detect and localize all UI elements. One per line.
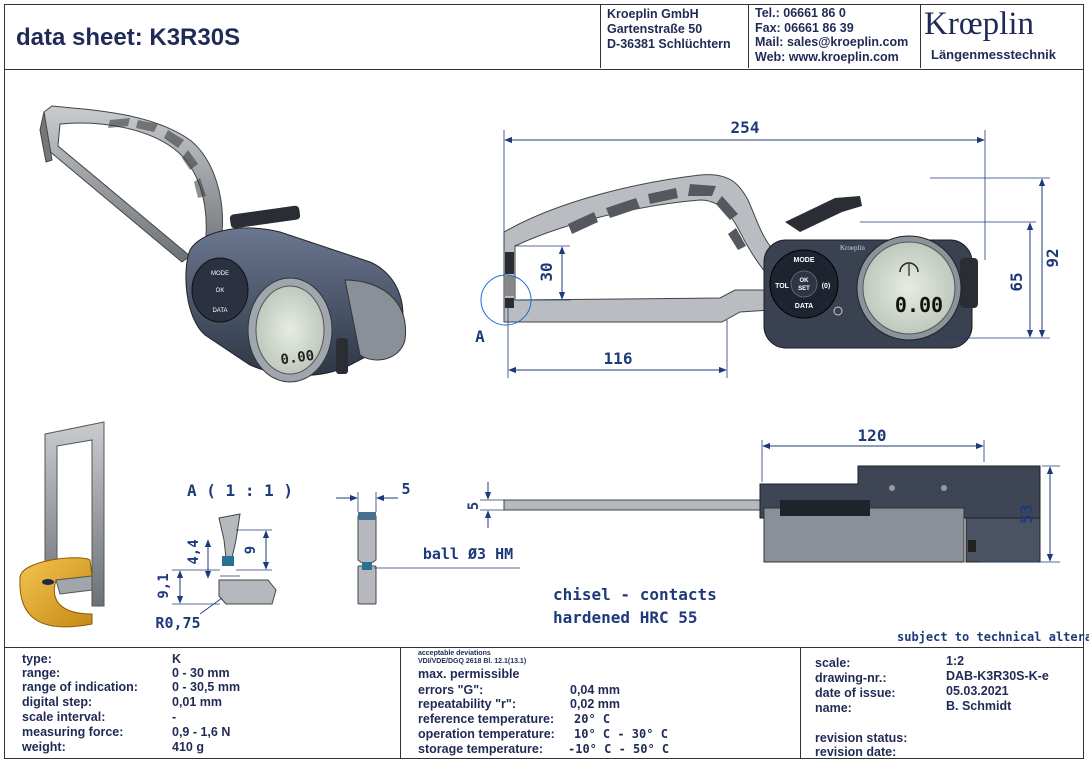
contact-web[interactable]: Web: www.kroeplin.com (755, 49, 899, 64)
spec-value: 0,01 mm (172, 695, 223, 709)
dim-65: 65 (1007, 272, 1026, 291)
spec-label: type: (22, 652, 52, 666)
dim-5-side: 5 (466, 502, 482, 510)
company-contact: Tel.: 06661 86 0 Fax: 06661 86 39 Mail: … (748, 4, 920, 68)
deviations-cell (400, 648, 800, 758)
dim-120: 120 (858, 426, 887, 445)
admin-value: B. Schmidt (946, 699, 1012, 713)
dim-254: 254 (731, 118, 760, 137)
contact-tel: Tel.: 06661 86 0 (755, 6, 846, 20)
spec-label: weight: (22, 740, 66, 754)
deviation-value: 20° C (574, 712, 611, 726)
ball-label: ball Ø3 HM (423, 545, 513, 563)
spec-footer (4, 647, 1084, 759)
radius-label: R0,75 (155, 614, 200, 632)
deviation-value: 10° C - 30° C (574, 727, 668, 741)
deviations-standard: VDI/VDE/DGQ 2618 Bl. 12.1(13.1) (418, 658, 527, 665)
spec-value: - (172, 710, 177, 724)
page-title: data sheet: K3R30S (16, 24, 241, 51)
admin-label: drawing-nr.: (815, 671, 887, 685)
sheet-frame (4, 4, 1084, 759)
contacts-note-line2: hardened HRC 55 (553, 608, 698, 627)
contacts-note-line1: chisel - contacts (553, 585, 717, 604)
deviation-label: storage temperature: (418, 742, 544, 756)
svg-text:⟨0⟩: ⟨0⟩ (821, 282, 831, 290)
dim-5-top: 5 (401, 480, 410, 498)
button-data-label: DATA (795, 303, 813, 310)
admin-label: name: (815, 701, 852, 715)
company-logo: Krœplin (924, 6, 1034, 42)
spec-value: 0 - 30 mm (172, 666, 230, 680)
contact-fax: Fax: 06661 86 39 (755, 20, 854, 35)
top-view: 120 53 5 (466, 426, 1060, 563)
deviations-caption: acceptable deviations (418, 650, 491, 657)
admin-label: date of issue: (815, 686, 896, 700)
svg-text:DATA: DATA (212, 308, 227, 314)
spec-label: range of indication: (22, 680, 138, 694)
company-address: Kroeplin GmbH Gartenstraße 50 D-36381 Sc… (600, 4, 748, 68)
spec-value: 0 - 30,5 mm (172, 680, 241, 694)
deviation-label: reference temperature: (418, 712, 555, 726)
gauge-brand: Kroeplin (840, 244, 865, 252)
spec-label: digital step: (22, 695, 93, 709)
deviation-label: repeatability "r": (418, 697, 516, 711)
button-mode-label: MODE (794, 257, 815, 264)
contact-mail[interactable]: Mail: sales@kroeplin.com (755, 35, 909, 49)
deviation-value: 0,04 mm (570, 683, 621, 697)
contact-section-view (19, 421, 105, 628)
alterations-note: subject to technical alterations (897, 630, 1089, 644)
dim-4-4: 4,4 (186, 539, 202, 564)
revision-status-label: revision status: (815, 731, 908, 745)
deviations-heading: max. permissible (418, 667, 520, 681)
technical-drawing: MODE OK DATA 0.00 OK SET MODE TOL ⟨0⟩ DA… (19, 105, 1062, 632)
dim-53: 53 (1017, 504, 1036, 523)
spec-value: 0,9 - 1,6 N (172, 725, 231, 739)
admin-cell (800, 648, 1084, 758)
detail-a-view: A ( 1 : 1 ) 9 4,4 9,1 R0,75 (155, 481, 293, 632)
deviation-value: 0,02 mm (570, 697, 621, 711)
revision-date-label: revision date: (815, 745, 897, 759)
logo-subtitle: Längenmesstechnik (931, 47, 1056, 62)
spec-value: 410 g (172, 740, 204, 754)
admin-label: scale: (815, 656, 851, 670)
admin-value: 05.03.2021 (946, 684, 1009, 698)
detail-marker-a: A (475, 327, 485, 346)
contact-side-view: 5 ball Ø3 HM (336, 480, 520, 605)
button-set-label: SET (798, 286, 810, 292)
logo-cell (920, 4, 1084, 68)
button-ok-label: OK (800, 278, 810, 284)
isometric-view: MODE OK DATA 0.00 (39, 105, 407, 383)
dim-9: 9 (243, 546, 259, 554)
spec-label: range: (22, 666, 61, 680)
dim-9-1: 9,1 (156, 573, 172, 598)
svg-text:0.00: 0.00 (280, 348, 316, 369)
gauge-display: 0.00 (895, 293, 943, 317)
button-tol-label: TOL (775, 283, 790, 290)
header: data sheet: K3R30S Kroeplin GmbH Gartens… (4, 4, 1084, 70)
svg-text:OK: OK (216, 288, 225, 294)
deviation-label: errors "G": (418, 683, 484, 697)
dim-92: 92 (1043, 248, 1062, 267)
front-view: OK SET MODE TOL ⟨0⟩ DATA Kroeplin 0.00 2… (475, 118, 1062, 378)
svg-text:MODE: MODE (211, 271, 229, 277)
admin-value: DAB-K3R30S-K-e (946, 669, 1049, 683)
company-city: D-36381 Schlüchtern (607, 37, 731, 51)
spec-label: measuring force: (22, 725, 124, 739)
admin-value: 1:2 (946, 654, 965, 668)
spec-label: scale interval: (22, 710, 106, 724)
deviation-label: operation temperature: (418, 727, 555, 741)
company-name: Kroeplin GmbH (607, 7, 699, 21)
dim-30: 30 (537, 262, 556, 281)
dim-116: 116 (604, 349, 633, 368)
detail-title: A ( 1 : 1 ) (187, 481, 293, 500)
company-street: Gartenstraße 50 (607, 22, 703, 36)
deviation-value: -10° C - 50° C (568, 742, 670, 756)
spec-value: K (172, 652, 182, 666)
